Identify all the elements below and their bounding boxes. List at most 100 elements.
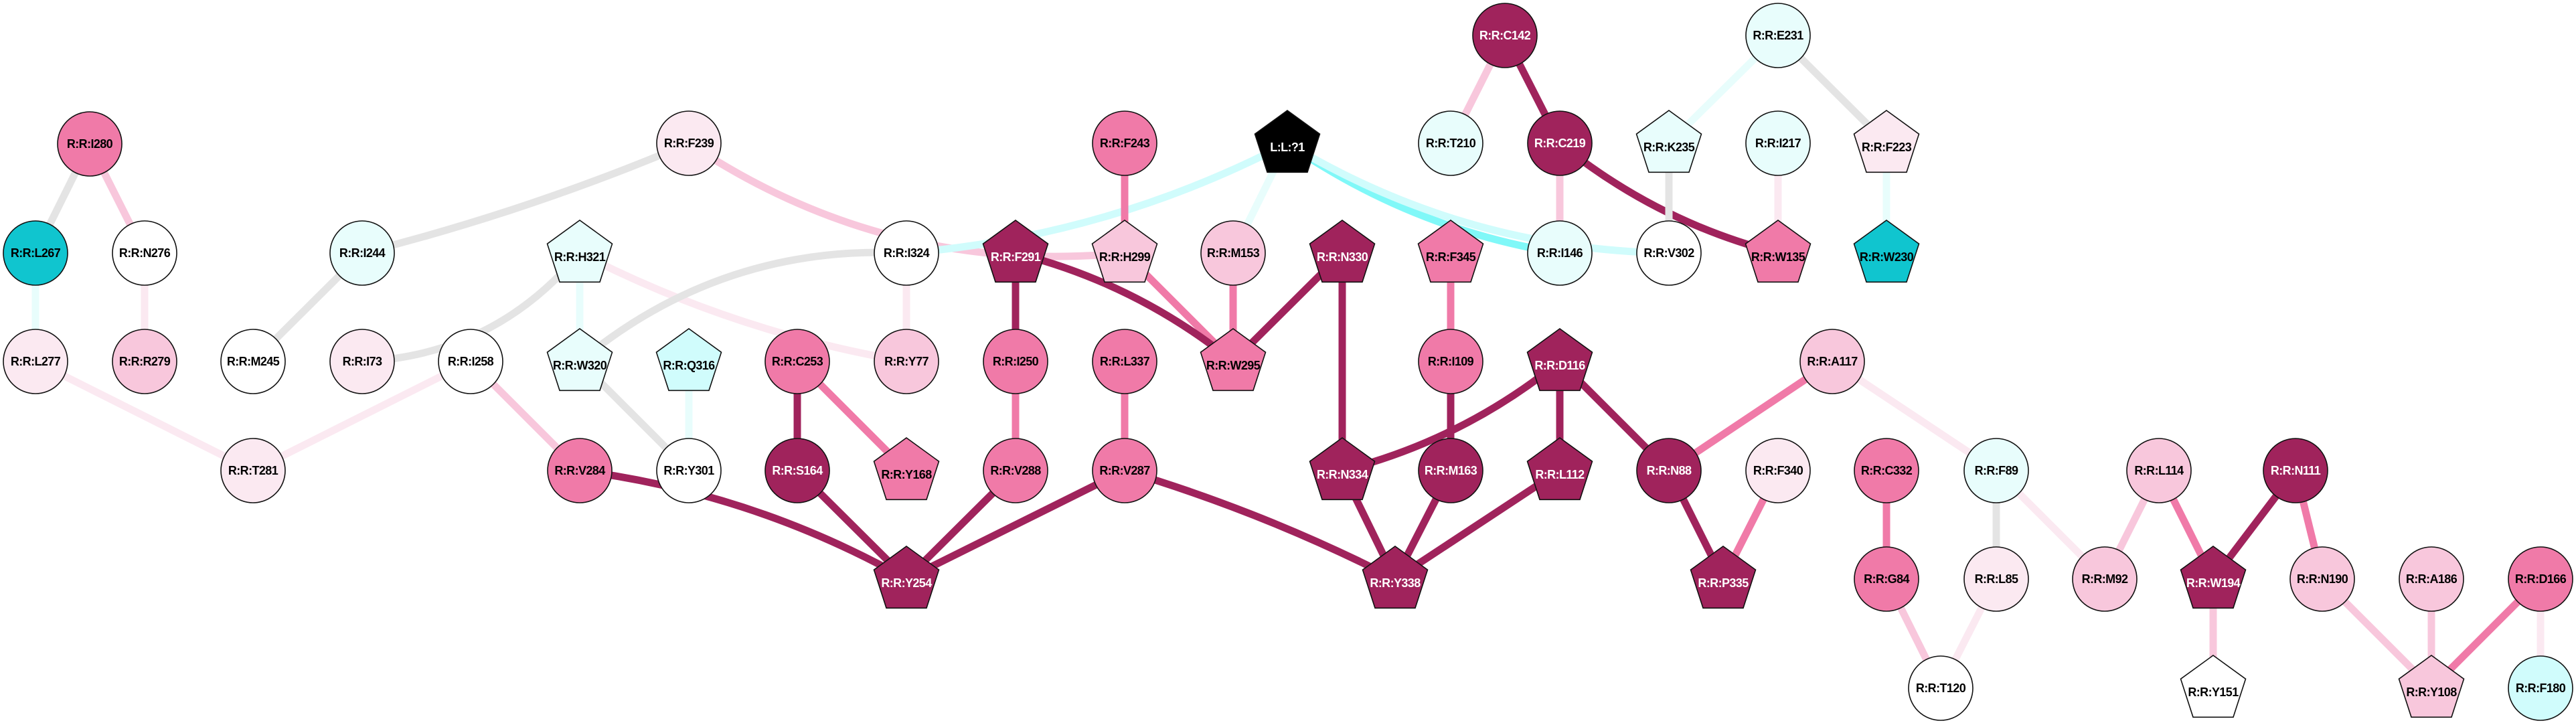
node-S164[interactable]: R:R:S164 xyxy=(764,438,830,503)
node-M92[interactable]: R:R:M92 xyxy=(2072,546,2138,612)
node-I146[interactable]: R:R:I146 xyxy=(1527,220,1593,286)
node-N334[interactable]: R:R:N334 xyxy=(1309,437,1376,501)
node-V302[interactable]: R:R:V302 xyxy=(1636,220,1702,286)
pentagon-node-shape xyxy=(1200,328,1267,392)
pentagon-node-shape xyxy=(2180,655,2247,718)
node-I258[interactable]: R:R:I258 xyxy=(438,329,503,394)
circle-node-shape xyxy=(1418,438,1483,503)
node-V284[interactable]: R:R:V284 xyxy=(547,438,613,503)
node-A117[interactable]: R:R:A117 xyxy=(1799,329,1865,394)
pentagon-node-shape xyxy=(873,546,940,609)
circle-node-shape xyxy=(1963,546,2029,612)
node-H299[interactable]: R:R:H299 xyxy=(1091,220,1158,283)
node-E231[interactable]: R:R:E231 xyxy=(1745,3,1811,68)
node-I250[interactable]: R:R:I250 xyxy=(983,329,1048,394)
node-V288[interactable]: R:R:V288 xyxy=(983,438,1048,503)
node-A186[interactable]: R:R:A186 xyxy=(2399,546,2464,612)
circle-node-shape xyxy=(1527,110,1593,176)
node-W230[interactable]: R:R:W230 xyxy=(1853,220,1920,283)
node-L337[interactable]: R:R:L337 xyxy=(1092,329,1157,394)
pentagon-node-shape xyxy=(1853,220,1920,283)
node-L267[interactable]: R:R:L267 xyxy=(3,220,68,286)
node-L277[interactable]: R:R:L277 xyxy=(3,329,68,394)
circle-node-shape xyxy=(220,329,286,394)
node-I109[interactable]: R:R:I109 xyxy=(1418,329,1483,394)
circle-node-shape xyxy=(1200,220,1266,286)
node-N330[interactable]: R:R:N330 xyxy=(1309,220,1376,283)
node-F180[interactable]: R:R:F180 xyxy=(2508,655,2573,721)
node-R279[interactable]: R:R:R279 xyxy=(112,329,177,394)
node-I324[interactable]: R:R:I324 xyxy=(874,220,939,286)
circle-node-shape xyxy=(1092,110,1157,176)
node-T281[interactable]: R:R:T281 xyxy=(220,438,286,503)
node-F340[interactable]: R:R:F340 xyxy=(1745,438,1811,503)
circle-node-shape xyxy=(874,329,939,394)
circle-node-shape xyxy=(2508,546,2573,612)
node-F89[interactable]: R:R:F89 xyxy=(1963,438,2029,503)
edge-F291-W295 xyxy=(1014,249,1236,365)
circle-node-shape xyxy=(1799,329,1865,394)
circle-node-shape xyxy=(438,329,503,394)
node-W194[interactable]: R:R:W194 xyxy=(2180,546,2247,609)
node-H321[interactable]: R:R:H321 xyxy=(546,220,613,283)
node-Y301[interactable]: R:R:Y301 xyxy=(656,438,722,503)
node-W135[interactable]: R:R:W135 xyxy=(1745,220,1812,283)
pentagon-node-shape xyxy=(1526,437,1593,501)
node-N111[interactable]: R:R:N111 xyxy=(2263,438,2328,503)
circle-node-shape xyxy=(1418,329,1483,394)
pentagon-node-shape xyxy=(1690,546,1757,609)
node-L85[interactable]: R:R:L85 xyxy=(1963,546,2029,612)
node-N190[interactable]: R:R:N190 xyxy=(2289,546,2355,612)
circle-node-shape xyxy=(983,438,1048,503)
node-Q316[interactable]: R:R:Q316 xyxy=(655,328,722,392)
pentagon-node-shape xyxy=(1309,437,1376,501)
circle-node-shape xyxy=(1745,110,1811,176)
node-C332[interactable]: R:R:C332 xyxy=(1854,438,1919,503)
node-P335[interactable]: R:R:P335 xyxy=(1690,546,1757,609)
node-C142[interactable]: R:R:C142 xyxy=(1472,3,1538,68)
node-Y77[interactable]: R:R:Y77 xyxy=(874,329,939,394)
circle-node-shape xyxy=(656,438,722,503)
node-F243[interactable]: R:R:F243 xyxy=(1092,110,1157,176)
circle-node-shape xyxy=(547,438,613,503)
node-M153[interactable]: R:R:M153 xyxy=(1200,220,1266,286)
pentagon-node-shape xyxy=(982,220,1049,283)
node-T120[interactable]: R:R:T120 xyxy=(1908,655,1974,721)
node-W320[interactable]: R:R:W320 xyxy=(546,328,613,392)
node-V287[interactable]: R:R:V287 xyxy=(1092,438,1157,503)
node-Y338[interactable]: R:R:Y338 xyxy=(1362,546,1429,609)
circle-node-shape xyxy=(1908,655,1974,721)
node-I244[interactable]: R:R:I244 xyxy=(329,220,395,286)
circle-node-shape xyxy=(2399,546,2464,612)
circle-node-shape xyxy=(220,438,286,503)
node-M245[interactable]: R:R:M245 xyxy=(220,329,286,394)
node-I217[interactable]: R:R:I217 xyxy=(1745,110,1811,176)
circle-node-shape xyxy=(57,111,123,177)
edge-L71-I324 xyxy=(906,140,1289,257)
node-I73[interactable]: R:R:I73 xyxy=(329,329,395,394)
node-M163[interactable]: R:R:M163 xyxy=(1418,438,1483,503)
node-D166[interactable]: R:R:D166 xyxy=(2508,546,2573,612)
pentagon-node-shape xyxy=(655,328,722,392)
node-Y151[interactable]: R:R:Y151 xyxy=(2180,655,2247,718)
circle-node-shape xyxy=(329,220,395,286)
node-C253[interactable]: R:R:C253 xyxy=(764,329,830,394)
node-L114[interactable]: R:R:L114 xyxy=(2126,438,2192,503)
node-T210[interactable]: R:R:T210 xyxy=(1418,110,1483,176)
pentagon-node-shape xyxy=(1091,220,1158,283)
node-F291[interactable]: R:R:F291 xyxy=(982,220,1049,283)
pentagon-node-shape xyxy=(1309,220,1376,283)
node-L71[interactable]: L:L:?1 xyxy=(1254,110,1321,173)
node-D116[interactable]: R:R:D116 xyxy=(1526,328,1593,392)
node-I280[interactable]: R:R:I280 xyxy=(57,111,123,177)
node-N276[interactable]: R:R:N276 xyxy=(112,220,177,286)
pentagon-node-shape xyxy=(1745,220,1812,283)
node-L112[interactable]: R:R:L112 xyxy=(1526,437,1593,501)
circle-node-shape xyxy=(1745,438,1811,503)
circle-node-shape xyxy=(1963,438,2029,503)
node-G84[interactable]: R:R:G84 xyxy=(1854,546,1919,612)
node-N88[interactable]: R:R:N88 xyxy=(1636,438,1702,503)
node-F239[interactable]: R:R:F239 xyxy=(656,110,722,176)
node-C219[interactable]: R:R:C219 xyxy=(1527,110,1593,176)
